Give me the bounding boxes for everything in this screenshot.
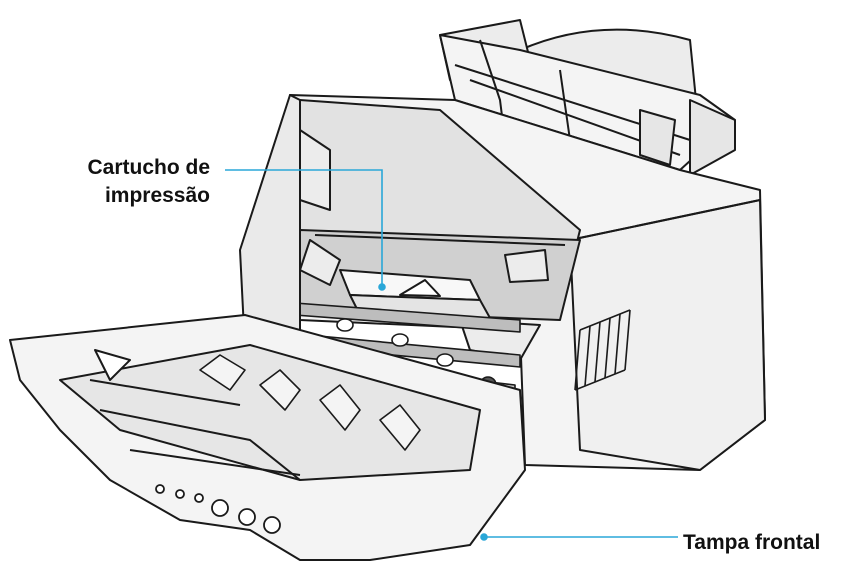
front-cover-label: Tampa frontal — [683, 531, 821, 554]
control-buttons — [155, 484, 281, 534]
leader-lines — [225, 169, 678, 541]
side-vent — [574, 309, 631, 391]
cartridge-leader-line — [225, 169, 383, 287]
cartridge-label: Cartucho de impressão — [87, 154, 210, 210]
cartridge-leader-dot — [378, 283, 386, 291]
front-cover — [9, 314, 526, 561]
rear-paper-tray — [439, 19, 736, 176]
printer-interior — [254, 99, 581, 443]
cover-ribs — [199, 354, 421, 451]
left-side-panel — [239, 94, 301, 351]
cartridge-label-line1: Cartucho de — [87, 156, 210, 179]
cover-leader-dot — [480, 533, 488, 541]
cartridge-label-line2: impressão — [104, 184, 210, 207]
